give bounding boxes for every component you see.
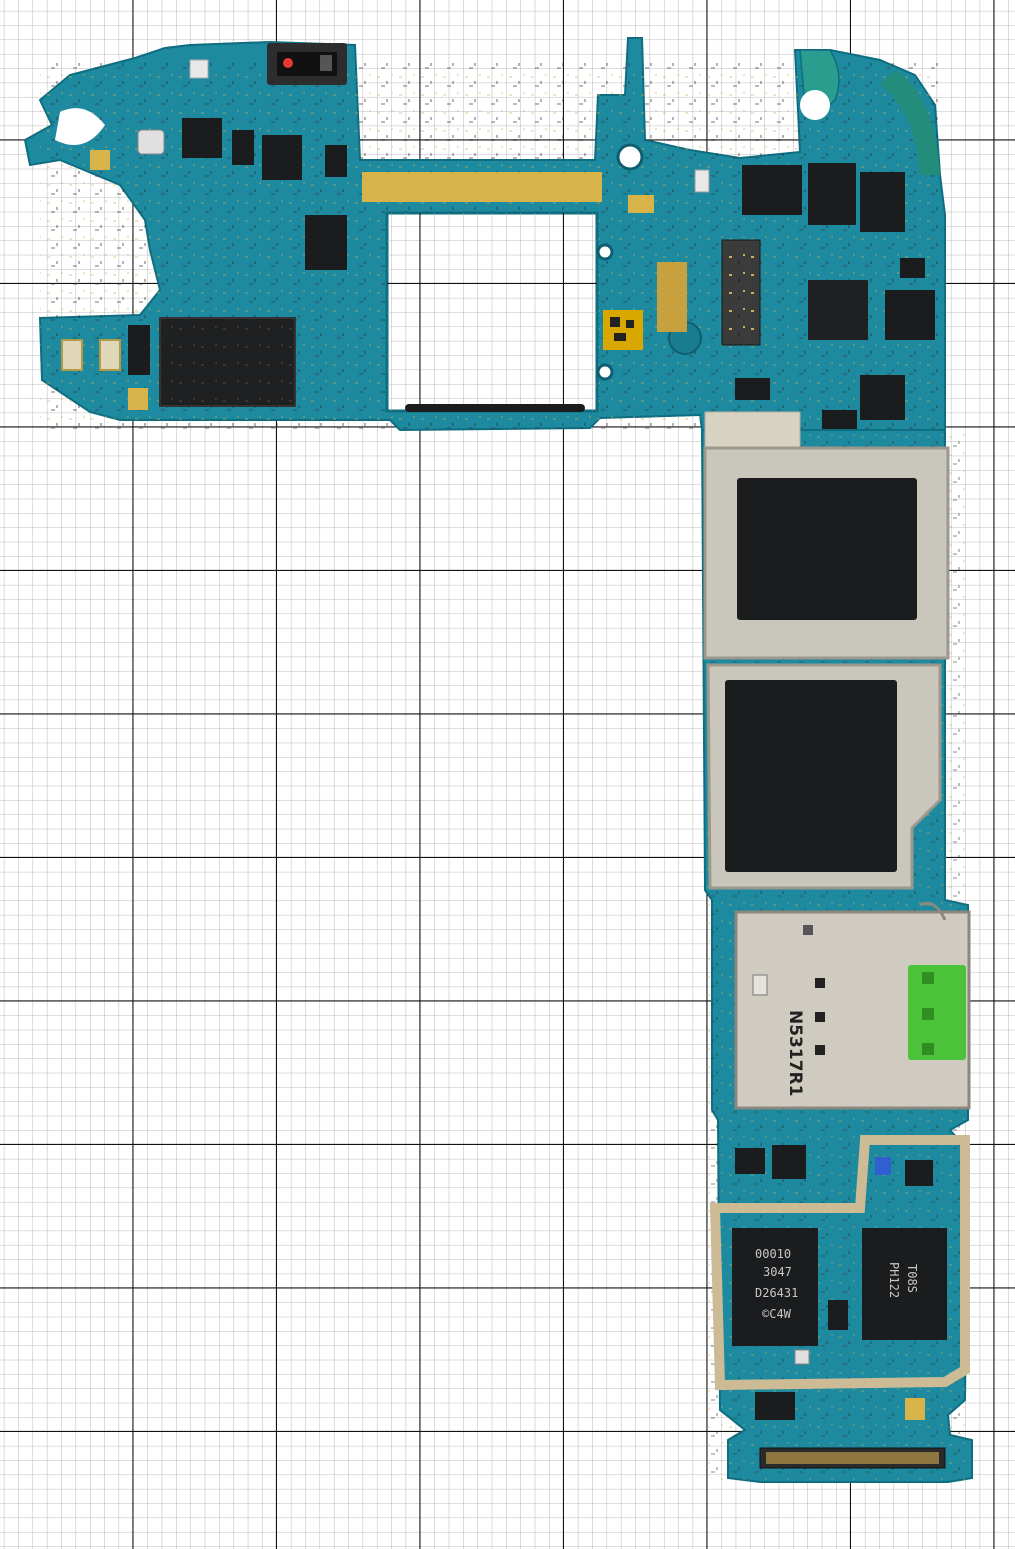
chip-right-lower bbox=[862, 1228, 947, 1340]
mount-hole bbox=[596, 363, 614, 381]
chip bbox=[742, 165, 802, 215]
chip bbox=[822, 410, 857, 430]
chip bbox=[755, 1392, 795, 1420]
chip bbox=[262, 135, 302, 180]
mount-hole bbox=[596, 243, 614, 261]
chip bbox=[325, 145, 347, 177]
shield-chip-2 bbox=[725, 680, 897, 872]
shield-frame bbox=[709, 1135, 970, 1391]
sensor-led bbox=[283, 58, 293, 68]
chip bbox=[182, 118, 222, 158]
chip-left-line4: ©C4W bbox=[762, 1307, 792, 1321]
chip bbox=[808, 163, 856, 225]
chip-left-line1: 00010 bbox=[755, 1247, 791, 1261]
component bbox=[794, 1349, 810, 1365]
chip bbox=[860, 375, 905, 420]
chip bbox=[305, 215, 347, 270]
blue-component bbox=[875, 1157, 891, 1175]
component bbox=[694, 169, 710, 193]
gold-pad bbox=[90, 150, 110, 170]
chip bbox=[772, 1145, 806, 1179]
chip-left-line2: 3047 bbox=[763, 1265, 792, 1279]
component bbox=[189, 59, 209, 79]
microphone bbox=[137, 129, 165, 155]
gold-pad bbox=[128, 388, 148, 410]
gold-pad bbox=[628, 195, 654, 213]
chip bbox=[828, 1300, 848, 1330]
notch bbox=[55, 108, 105, 145]
mount-hole bbox=[616, 143, 644, 171]
chip bbox=[905, 1160, 933, 1186]
chip bbox=[860, 172, 905, 232]
chip bbox=[735, 1148, 765, 1174]
chip bbox=[900, 258, 925, 278]
chip bbox=[128, 325, 150, 375]
qr-label bbox=[603, 310, 643, 350]
chip bbox=[808, 280, 868, 340]
chip-right-line1: T08S bbox=[905, 1264, 919, 1293]
chip-left-line3: D26431 bbox=[755, 1286, 798, 1300]
chip bbox=[735, 378, 770, 400]
shield-chip-1 bbox=[737, 478, 917, 620]
chip bbox=[885, 290, 935, 340]
connector-pads bbox=[657, 262, 687, 332]
chip-right-line2: PH122 bbox=[887, 1262, 901, 1298]
chip bbox=[232, 130, 254, 165]
gold-strip bbox=[362, 172, 602, 202]
contact-pad bbox=[61, 339, 83, 371]
gold-pad bbox=[905, 1398, 925, 1420]
contact-pad bbox=[99, 339, 121, 371]
sim-contacts bbox=[908, 965, 966, 1060]
sim-tray-code: N5317R1 bbox=[785, 1010, 805, 1096]
cutout-edge bbox=[405, 404, 585, 412]
sim-tray: N5317R1 bbox=[734, 901, 971, 1110]
antenna-pad bbox=[880, 70, 940, 175]
chip-left-lower bbox=[732, 1228, 818, 1346]
tape bbox=[704, 411, 801, 451]
